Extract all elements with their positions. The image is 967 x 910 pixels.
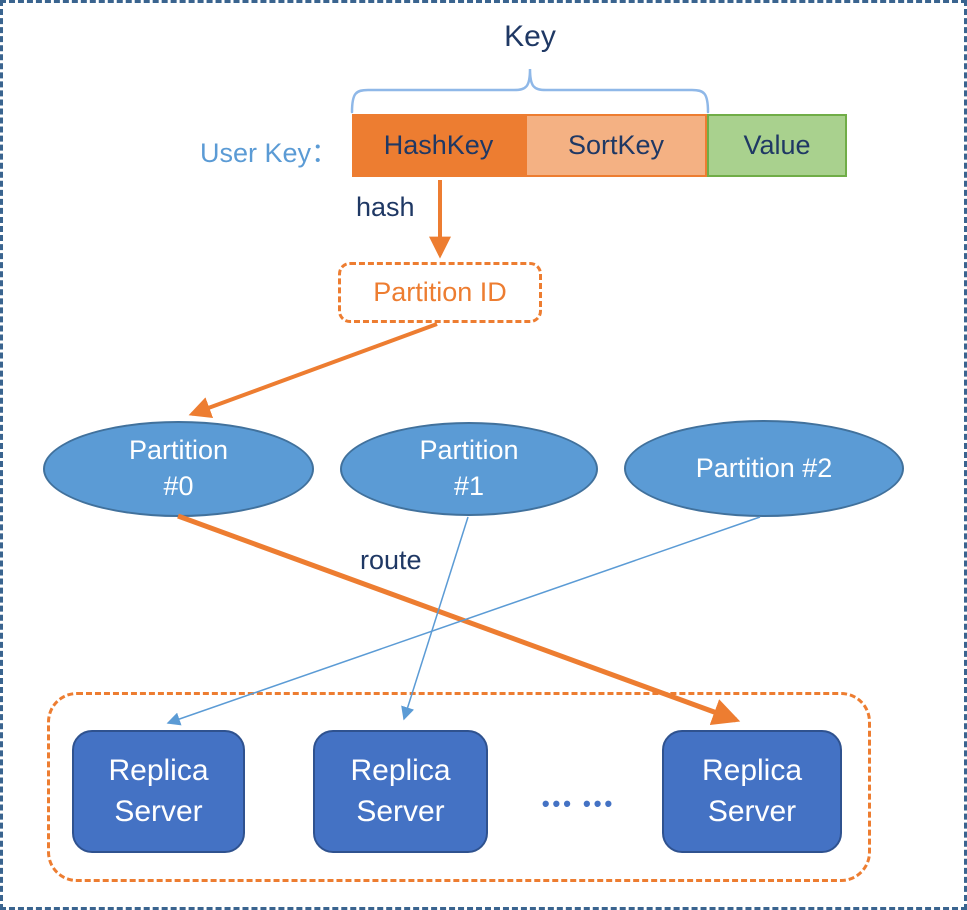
replica-server-3: Replica Server (662, 730, 842, 853)
replica-server-1-line2: Server (114, 794, 203, 828)
partition-id-to-partition0-arrow (188, 322, 438, 418)
ellipsis-dots: ••• ••• (541, 791, 616, 816)
partition-id-box: Partition ID (338, 262, 542, 323)
partition-0-ellipse: Partition #0 (43, 421, 314, 517)
hash-label: hash (356, 192, 415, 222)
partition-1-ellipse: Partition #1 (340, 422, 598, 516)
hashkey-box-label: HashKey (383, 130, 494, 160)
user-key-label: User Key： (199, 138, 338, 168)
route-label: route (360, 545, 422, 575)
hashkey-box: HashKey (352, 114, 525, 177)
replica-server-1-line1: Replica (108, 754, 209, 787)
replica-server-3-line2: Server (707, 794, 797, 828)
value-box: Value (707, 114, 847, 177)
partition-1-label-line1: Partition (419, 435, 519, 466)
replica-server-3-line1: Replica (701, 754, 803, 787)
partition-1-label-line2: #1 (453, 471, 485, 501)
partition-0-label-line1: Partition (128, 435, 229, 466)
route-arrow-partition0-to-replica3 (177, 513, 741, 726)
partition-0-label-line2: #0 (163, 471, 194, 501)
key-label: Key (504, 20, 556, 53)
partition-2-label: Partition #2 (695, 452, 833, 483)
partition-2-ellipse: Partition #2 (624, 420, 904, 517)
sortkey-box: SortKey (525, 114, 707, 177)
replica-server-2-line2: Server (356, 794, 445, 828)
key-brace (350, 68, 710, 114)
replica-server-1: Replica Server (72, 730, 245, 853)
replica-server-2-line1: Replica (350, 754, 451, 787)
value-box-label: Value (743, 130, 811, 160)
replica-server-2: Replica Server (313, 730, 488, 853)
partition-id-label: Partition ID (373, 277, 507, 307)
sortkey-box-label: SortKey (567, 130, 665, 160)
